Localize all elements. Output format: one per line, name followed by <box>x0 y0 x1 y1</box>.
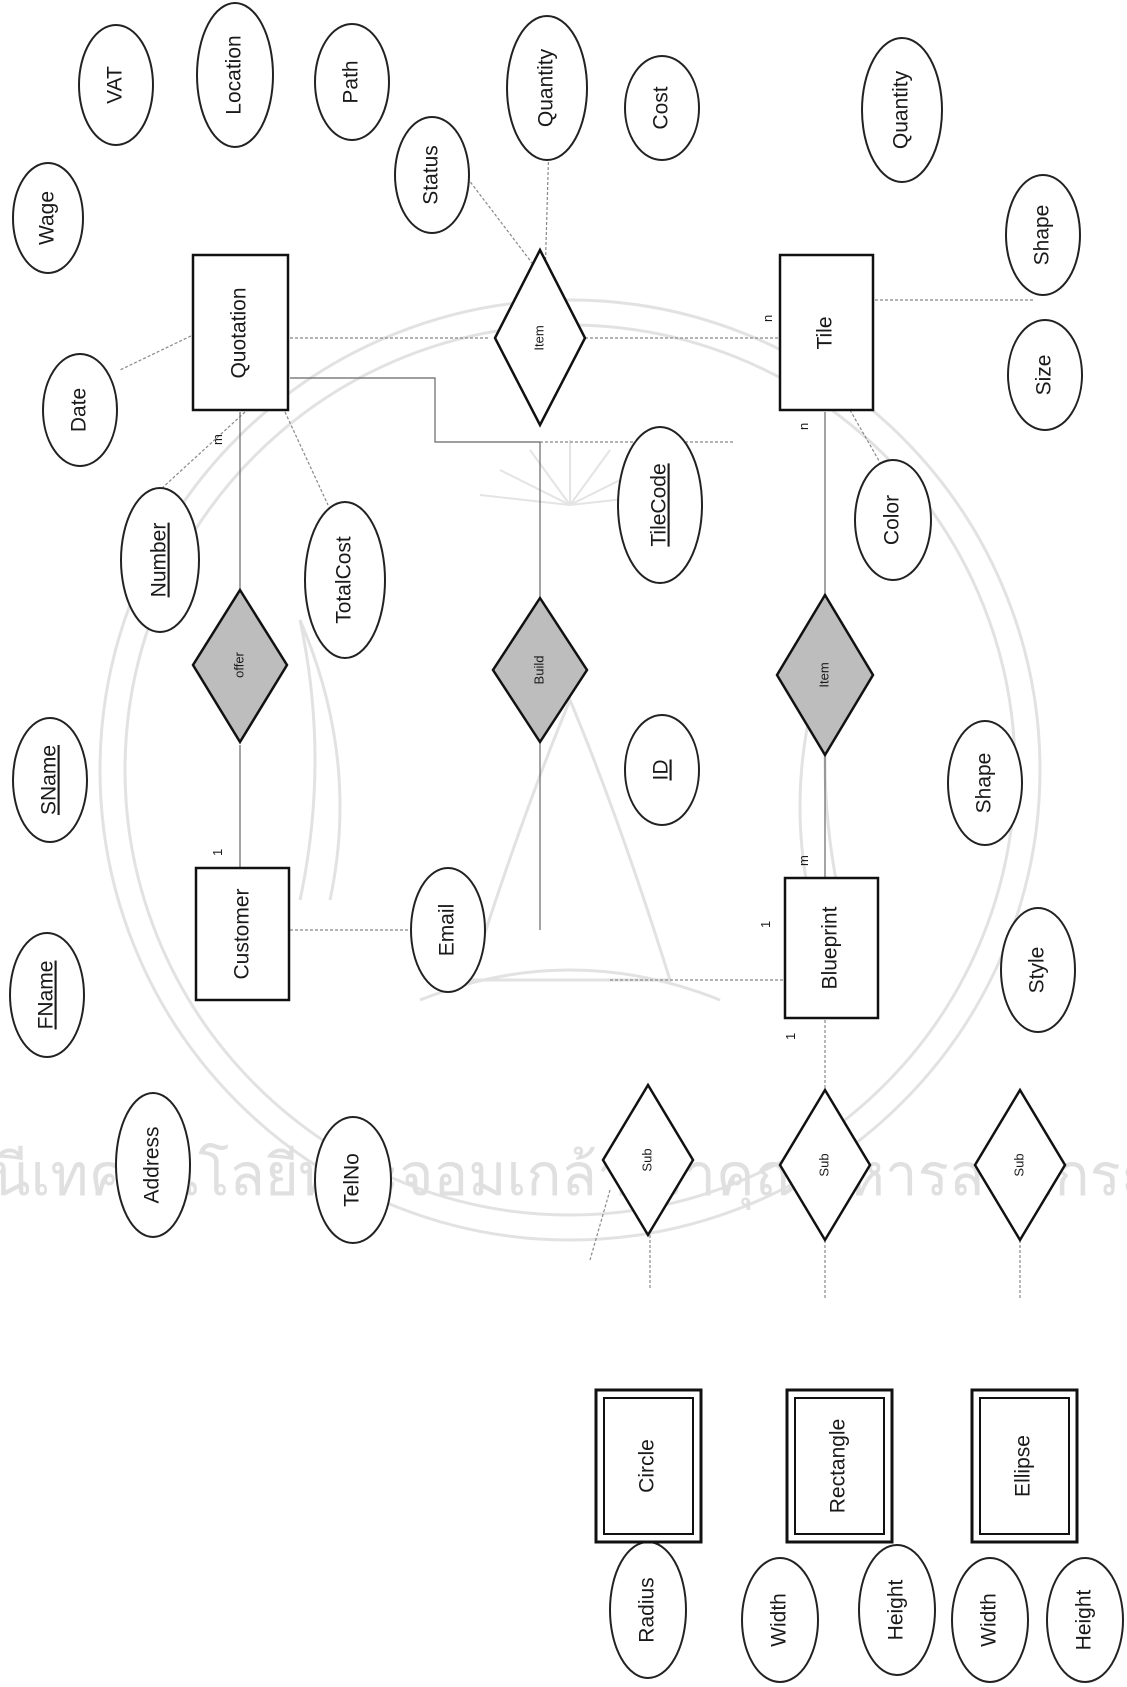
attribute-shape-1-label: Shape <box>1031 205 1054 266</box>
cardinality-blueprint-sub1: 1 <box>758 921 773 928</box>
attribute-radius-label: Radius <box>636 1577 659 1642</box>
relationship-sub-1-label: Sub <box>639 1148 654 1171</box>
attribute-vat: VAT <box>79 25 153 145</box>
attribute-address: Address <box>116 1093 190 1237</box>
attribute-location-label: Location <box>223 35 246 114</box>
attribute-quantity-2: Quantity <box>862 38 942 182</box>
entity-ellipse-label: Ellipse <box>1012 1435 1035 1497</box>
attribute-id: ID <box>625 715 699 825</box>
cardinality-blueprint-sub2: 1 <box>783 1033 798 1040</box>
entity-customer: Customer <box>196 868 289 1000</box>
attribute-style-label: Style <box>1026 947 1049 994</box>
relationship-build: Build <box>493 598 587 742</box>
attribute-number: Number <box>121 488 199 632</box>
cardinality-tile-item: n <box>796 423 811 430</box>
attribute-height-1: Height <box>859 1545 935 1675</box>
attribute-id-label: ID <box>650 760 673 781</box>
entity-quotation-label: Quotation <box>228 287 251 378</box>
attribute-width-2: Width <box>952 1558 1028 1682</box>
relationship-sub-2: Sub <box>780 1090 870 1240</box>
attribute-status-label: Status <box>420 145 443 205</box>
entity-tile-label: Tile <box>814 316 837 349</box>
attribute-radius: Radius <box>610 1542 686 1678</box>
attribute-height-2-label: Height <box>1073 1589 1096 1650</box>
entity-circle-label: Circle <box>636 1439 659 1493</box>
cardinality-quotation-offer: m <box>210 434 225 445</box>
attribute-wage-label: Wage <box>36 191 59 245</box>
attribute-shape-1: Shape <box>1006 175 1080 295</box>
cardinality-customer-offer: 1 <box>210 849 225 856</box>
relationship-offer-label: offer <box>231 651 246 677</box>
relationship-item-mid: Item <box>777 595 873 755</box>
attribute-quantity-2-label: Quantity <box>890 70 913 149</box>
entity-quotation: Quotation <box>193 255 288 410</box>
attribute-date-label: Date <box>68 388 91 432</box>
attribute-shape-2: Shape <box>948 721 1022 845</box>
attribute-shape-2-label: Shape <box>973 753 996 814</box>
entity-tile: Tile <box>780 255 873 410</box>
attribute-color-label: Color <box>881 495 904 545</box>
attribute-totalcost: TotalCost <box>305 502 385 658</box>
attribute-tilecode-label: TileCode <box>648 463 671 546</box>
relationship-sub-3: Sub <box>975 1090 1065 1240</box>
attribute-width-1-label: Width <box>768 1593 791 1647</box>
attribute-wage: Wage <box>13 163 83 273</box>
attribute-quantity-1-label: Quantity <box>535 48 558 127</box>
attribute-fname: FName <box>10 933 84 1057</box>
entity-customer-label: Customer <box>231 888 254 979</box>
attribute-style: Style <box>1001 908 1075 1032</box>
relationship-item-mid-label: Item <box>816 662 831 687</box>
cardinality-item-tile: n <box>760 315 775 322</box>
attribute-width-1: Width <box>742 1558 818 1682</box>
attribute-size-label: Size <box>1033 355 1056 396</box>
attribute-email-label: Email <box>436 904 459 957</box>
attribute-fname-label: FName <box>35 961 58 1030</box>
attribute-location: Location <box>197 3 273 147</box>
attribute-date: Date <box>43 354 117 466</box>
relationship-item-top: Item <box>495 250 585 425</box>
attribute-cost-label: Cost <box>650 86 673 129</box>
attribute-sname: SName <box>13 718 87 842</box>
entity-blueprint-label: Blueprint <box>819 906 842 989</box>
attribute-vat-label: VAT <box>104 66 127 104</box>
entity-blueprint: Blueprint <box>785 878 878 1018</box>
attribute-size: Size <box>1008 320 1082 430</box>
attribute-sname-label: SName <box>38 745 61 815</box>
attribute-email: Email <box>411 868 485 992</box>
attribute-height-2: Height <box>1047 1558 1123 1682</box>
entity-rectangle: Rectangle <box>787 1390 892 1542</box>
attribute-color: Color <box>855 460 931 580</box>
attribute-status: Status <box>395 117 469 233</box>
relationship-sub-3-label: Sub <box>1011 1153 1026 1176</box>
relationship-offer: offer <box>193 590 287 742</box>
attribute-address-label: Address <box>141 1126 164 1203</box>
attribute-number-label: Number <box>148 523 171 598</box>
attribute-telno: TelNo <box>315 1117 391 1243</box>
attribute-totalcost-label: TotalCost <box>333 536 356 624</box>
attribute-quantity-1: Quantity <box>507 16 587 160</box>
attribute-height-1-label: Height <box>885 1579 908 1640</box>
entity-circle: Circle <box>596 1390 701 1542</box>
entity-rectangle-label: Rectangle <box>827 1419 850 1514</box>
relationship-item-top-label: Item <box>531 325 546 350</box>
relationship-build-label: Build <box>531 656 546 685</box>
cardinality-blueprint-build: m <box>796 855 811 866</box>
attribute-cost: Cost <box>625 56 699 160</box>
entity-ellipse: Ellipse <box>972 1390 1077 1542</box>
attribute-path-label: Path <box>340 60 363 103</box>
attribute-width-2-label: Width <box>978 1593 1001 1647</box>
attribute-path: Path <box>315 24 389 140</box>
attribute-telno-label: TelNo <box>341 1153 364 1207</box>
relationship-sub-2-label: Sub <box>816 1153 831 1176</box>
attribute-tilecode: TileCode <box>618 427 702 583</box>
